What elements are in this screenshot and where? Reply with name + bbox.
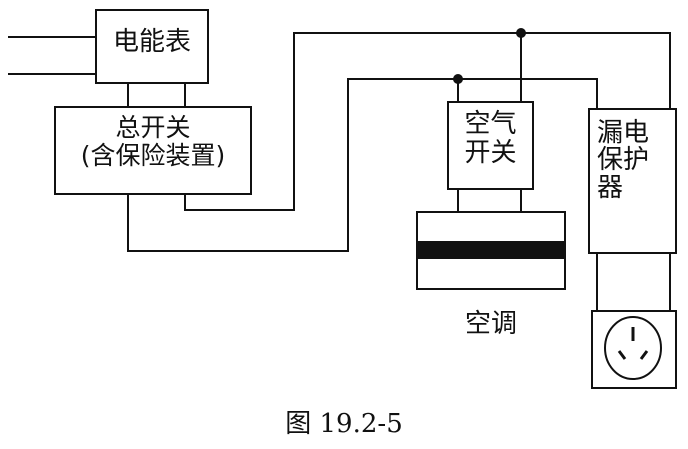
meter-box [95,9,209,84]
main-switch-label: 总开关 (含保险装置) [55,114,251,170]
leakage-line2: 保护 [597,145,650,176]
leakage-line1: 漏电 [597,118,650,148]
air-conditioner-label: 空调 [464,309,517,339]
live-wire [184,32,671,211]
socket-icon [604,316,662,380]
main-switch-box [54,106,252,195]
neutral-wire [127,78,598,252]
air-switch-box [447,101,534,190]
air-conditioner-band [417,241,565,259]
junction-dot [516,28,526,38]
main-switch-line2: (含保险装置) [80,141,226,170]
air-switch-label: 空气 开关 [448,109,533,169]
socket-pin [617,350,627,360]
meter-label: 电能表 [112,27,191,57]
main-switch-line1: 总开关 [115,113,191,142]
leakage-line3: 器 [597,172,624,203]
air-switch-line1: 空气 [464,109,517,139]
figure-caption: 图 19.2-5 [285,409,403,439]
leakage-protector-label: 漏电 保护 器 [589,118,676,203]
leakage-protector-box [588,108,677,254]
junction-dot [453,74,463,84]
socket-box [591,310,677,389]
air-switch-line2: 开关 [464,138,517,169]
socket-pin [639,350,649,360]
